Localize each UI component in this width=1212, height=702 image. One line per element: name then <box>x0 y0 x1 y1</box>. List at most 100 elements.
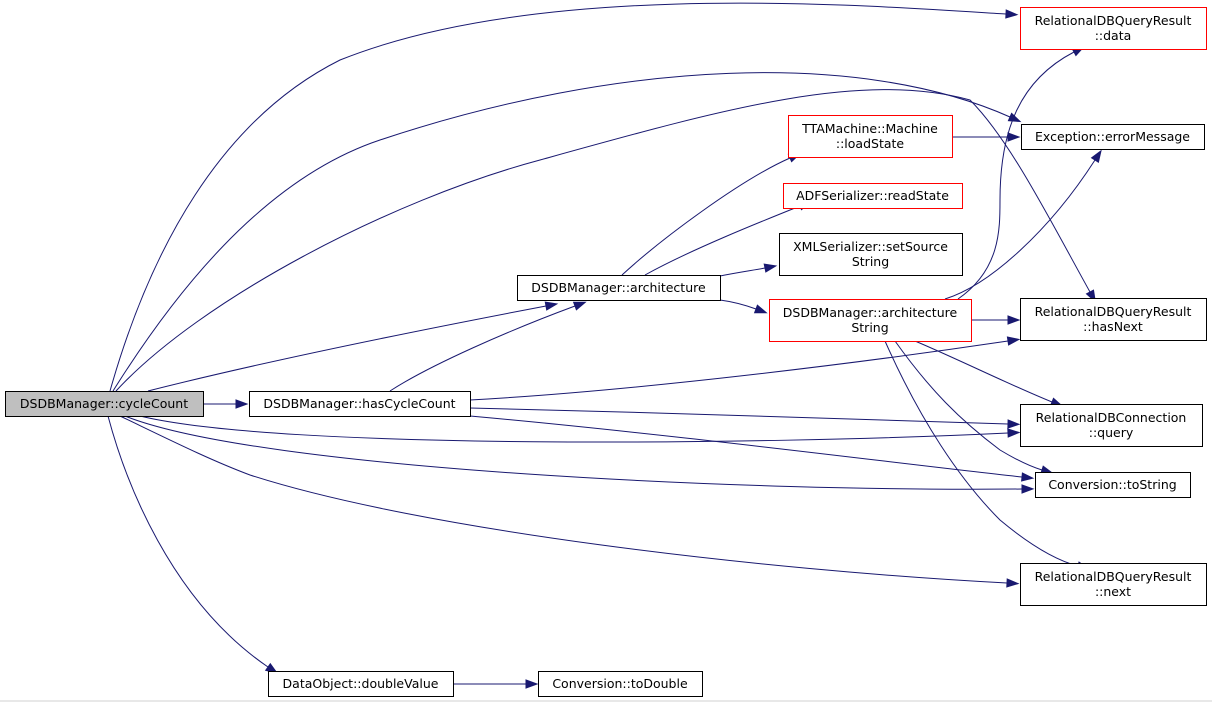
edge-cycleCount-to-hasCycleCount <box>203 399 249 409</box>
node-label-line: RelationalDBQueryResult <box>1035 13 1192 28</box>
edge-line <box>719 267 766 277</box>
edge-cycleCount-to-toString <box>124 415 1035 494</box>
edge-loadState-to-errorMessage <box>952 132 1021 142</box>
node-box <box>538 671 703 697</box>
node-label-line: RelationalDBConnection <box>1036 410 1187 425</box>
edge-arrowhead <box>1006 336 1021 346</box>
edges-layer <box>107 2 1102 689</box>
node-label-line: Conversion::toDouble <box>552 676 688 691</box>
node-box <box>1020 7 1207 50</box>
edge-arrowhead <box>1090 149 1102 164</box>
edge-cycleCount-to-errorMessage <box>112 72 1022 392</box>
edge-line <box>469 407 1009 425</box>
edge-line <box>914 340 1053 403</box>
edge-line <box>115 89 1091 392</box>
node-label-line: ::query <box>1089 425 1134 440</box>
edge-cycleCount-to-doubleValue <box>107 415 279 675</box>
edge-cycleCount-to-architecture <box>147 301 559 392</box>
edge-arrowhead <box>572 301 587 311</box>
edge-architectureString-to-errorMessage <box>944 149 1102 300</box>
node-label-line: DSDBManager::architecture <box>783 305 958 320</box>
edge-arrowhead <box>235 399 249 409</box>
nodes-layer: DSDBManager::cycleCount DSDBManager::hasC… <box>5 7 1207 697</box>
node-hasCycleCount[interactable]: DSDBManager::hasCycleCount <box>249 391 471 417</box>
edge-arrowhead <box>753 304 768 314</box>
edge-hasCycleCount-to-toString <box>469 415 1035 482</box>
edge-line <box>139 415 1009 443</box>
node-box <box>1035 472 1191 498</box>
node-box <box>1021 124 1205 150</box>
node-toString[interactable]: Conversion::toString <box>1035 472 1191 498</box>
edge-line <box>469 340 1009 401</box>
edge-arrowhead <box>544 301 559 311</box>
node-architecture[interactable]: DSDBManager::architecture <box>517 275 721 301</box>
edge-architectureString-to-data <box>957 46 1085 300</box>
edge-architectureString-to-next <box>884 340 1091 571</box>
edge-line <box>884 340 1079 567</box>
edge-hasCycleCount-to-hasNext <box>469 336 1021 401</box>
edge-doubleValue-to-toDouble <box>453 679 539 689</box>
edge-line <box>107 415 269 668</box>
edge-line <box>109 2 1007 392</box>
edge-cycleCount-to-next <box>119 415 1020 588</box>
edge-line <box>944 159 1096 300</box>
bottom-divider <box>0 700 1212 702</box>
node-label-line: ::loadState <box>836 136 905 151</box>
node-doubleValue[interactable]: DataObject::doubleValue <box>268 671 454 697</box>
edge-arrowhead <box>1006 578 1020 588</box>
node-label-line: String <box>852 254 889 269</box>
edge-line <box>147 305 547 392</box>
node-box <box>788 115 953 158</box>
node-label-line: DSDBManager::hasCycleCount <box>263 396 455 411</box>
node-query[interactable]: RelationalDBConnection::query <box>1020 404 1203 447</box>
node-box <box>517 275 721 301</box>
edge-arrowhead <box>1021 484 1035 494</box>
node-label-line: TTAMachine::Machine <box>801 121 938 136</box>
node-label-line: ::hasNext <box>1083 319 1143 334</box>
node-label-line: RelationalDBQueryResult <box>1035 569 1192 584</box>
node-toDouble[interactable]: Conversion::toDouble <box>538 671 703 697</box>
edge-architecture-to-architectureString <box>719 299 768 314</box>
node-readState[interactable]: ADFSerializer::readState <box>783 183 963 209</box>
node-box <box>1020 563 1207 606</box>
edge-line <box>389 305 576 392</box>
node-label-line: DSDBManager::architecture <box>531 280 706 295</box>
edge-hasCycleCount-to-query <box>469 407 1021 429</box>
node-loadState[interactable]: TTAMachine::Machine::loadState <box>788 115 953 158</box>
node-cycleCount[interactable]: DSDBManager::cycleCount <box>5 391 204 417</box>
node-box <box>779 233 963 276</box>
edge-architecture-to-setSourceString <box>719 263 778 277</box>
edge-architecture-to-loadState <box>621 152 802 276</box>
edge-cycleCount-to-query <box>139 415 1021 443</box>
node-label-line: Exception::errorMessage <box>1035 129 1190 144</box>
edge-architectureString-to-query <box>914 340 1064 407</box>
edge-arrowhead <box>763 263 778 273</box>
node-box <box>268 671 454 697</box>
edge-arrowhead <box>1005 9 1019 19</box>
node-data[interactable]: RelationalDBQueryResult::data <box>1020 7 1207 50</box>
edge-architectureString-to-hasNext <box>971 315 1021 325</box>
node-box <box>1020 404 1203 447</box>
node-hasNext[interactable]: RelationalDBQueryResult::hasNext <box>1020 298 1207 341</box>
edge-arrowhead <box>1007 419 1021 429</box>
edge-line <box>644 205 801 276</box>
edge-arrowhead <box>1021 472 1035 482</box>
edge-arrowhead <box>1007 112 1022 123</box>
edge-line <box>719 299 757 310</box>
node-box <box>783 183 963 209</box>
edge-arrowhead <box>525 679 539 689</box>
edge-arrowhead <box>1007 132 1021 142</box>
edge-arrowhead <box>1007 428 1021 438</box>
edge-architectureString-to-toString <box>894 340 1054 475</box>
node-label-line: XMLSerializer::setSource <box>793 239 948 254</box>
node-next[interactable]: RelationalDBQueryResult::next <box>1020 563 1207 606</box>
edge-line <box>469 415 1023 478</box>
node-errorMessage[interactable]: Exception::errorMessage <box>1021 124 1205 150</box>
node-label-line: DSDBManager::cycleCount <box>20 396 188 411</box>
edge-line <box>112 72 1011 392</box>
node-label-line: Conversion::toString <box>1048 477 1176 492</box>
edge-line <box>894 340 1043 471</box>
